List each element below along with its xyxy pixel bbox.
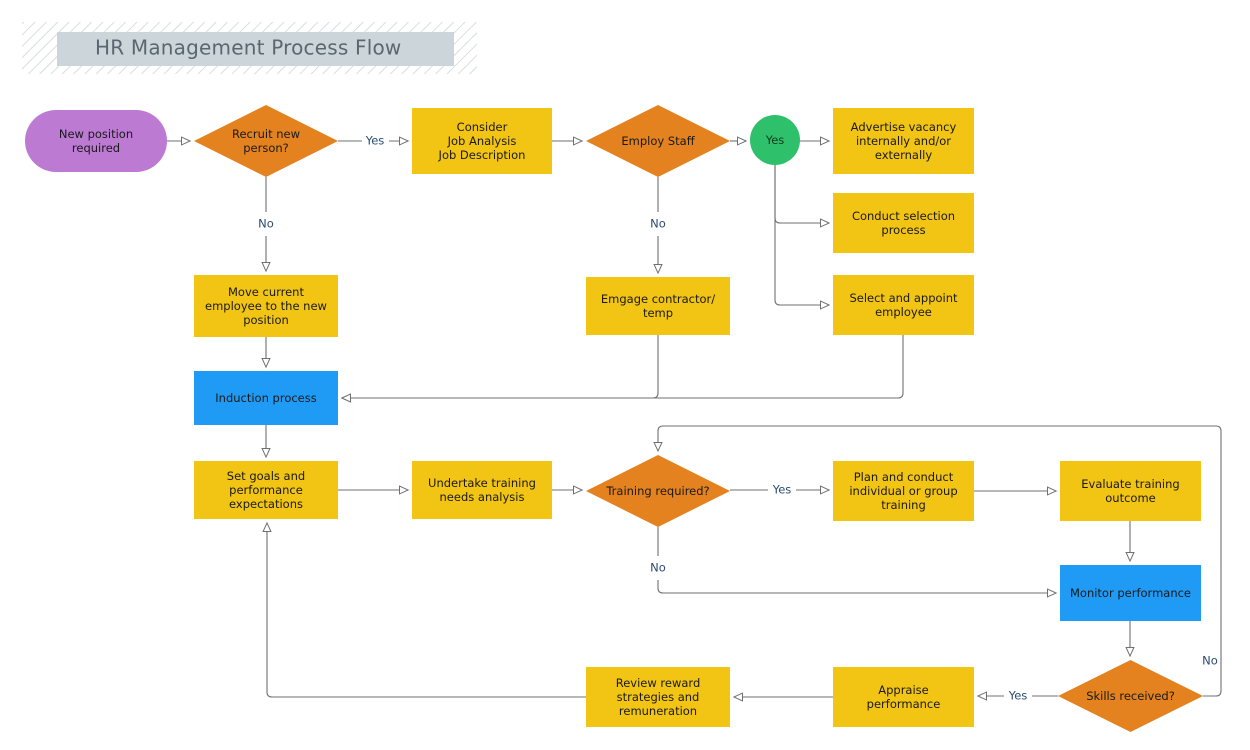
process-shape[interactable] (412, 461, 552, 519)
process-shape[interactable] (412, 108, 552, 174)
edge-training-no-to-monitor (657, 527, 1056, 593)
terminal-shape[interactable] (25, 110, 167, 172)
node-yes-connector[interactable]: Yes (750, 115, 800, 165)
process-shape[interactable] (833, 275, 974, 335)
edge-label-skills-no-to-training-required: No (1202, 654, 1218, 668)
process-shape[interactable] (833, 461, 974, 521)
decision-shape[interactable] (586, 455, 730, 527)
edge-connector-to-conduct-selection (774, 165, 831, 228)
edge-review-reward-to-set-goals (262, 521, 586, 698)
edge-label-recruit-yes-to-consider: Yes (365, 134, 385, 148)
process-shape[interactable] (194, 371, 338, 425)
title-banner: HR Management Process Flow (22, 22, 477, 74)
decision-shape[interactable] (1058, 660, 1203, 732)
title-banner-plate (57, 32, 454, 66)
connector-shape[interactable] (750, 115, 800, 165)
edge-label-employ-staff-no-to-contractor: No (650, 217, 666, 231)
edge-label-training-yes-to-plan: Yes (772, 483, 792, 497)
edge-select-appoint-to-induction (340, 335, 904, 403)
edge-label-recruit-no-to-move-employee: No (258, 217, 274, 231)
edge-connector-to-select-appoint (774, 165, 831, 310)
edge-label-training-no-to-monitor: No (650, 561, 666, 575)
process-shape[interactable] (586, 277, 730, 335)
node-engage-contractor[interactable]: Emgage contractor/temp (586, 277, 730, 335)
node-skills-received[interactable]: Skills received? (1058, 660, 1203, 732)
node-monitor-performance[interactable]: Monitor performance (1060, 565, 1201, 621)
node-training-required[interactable]: Training required? (586, 455, 730, 527)
process-shape[interactable] (586, 667, 730, 727)
decision-shape[interactable] (586, 105, 730, 177)
decision-shape[interactable] (194, 105, 338, 177)
process-shape[interactable] (194, 275, 338, 337)
edges-layer (167, 141, 1222, 698)
edge-label-skills-yes-to-appraise: Yes (1008, 689, 1028, 703)
node-induction-process[interactable]: Induction process (194, 371, 338, 425)
process-shape[interactable] (833, 108, 974, 174)
process-shape[interactable] (1060, 565, 1201, 621)
node-employ-staff[interactable]: Employ Staff (586, 105, 730, 177)
process-shape[interactable] (833, 667, 974, 727)
edge-contractor-to-induction (340, 335, 659, 403)
process-shape[interactable] (1060, 461, 1201, 521)
process-shape[interactable] (194, 461, 338, 519)
edge-skills-no-to-training-required (653, 425, 1222, 697)
page-title: HR Management Process Flow (95, 36, 401, 60)
process-shape[interactable] (833, 193, 974, 253)
